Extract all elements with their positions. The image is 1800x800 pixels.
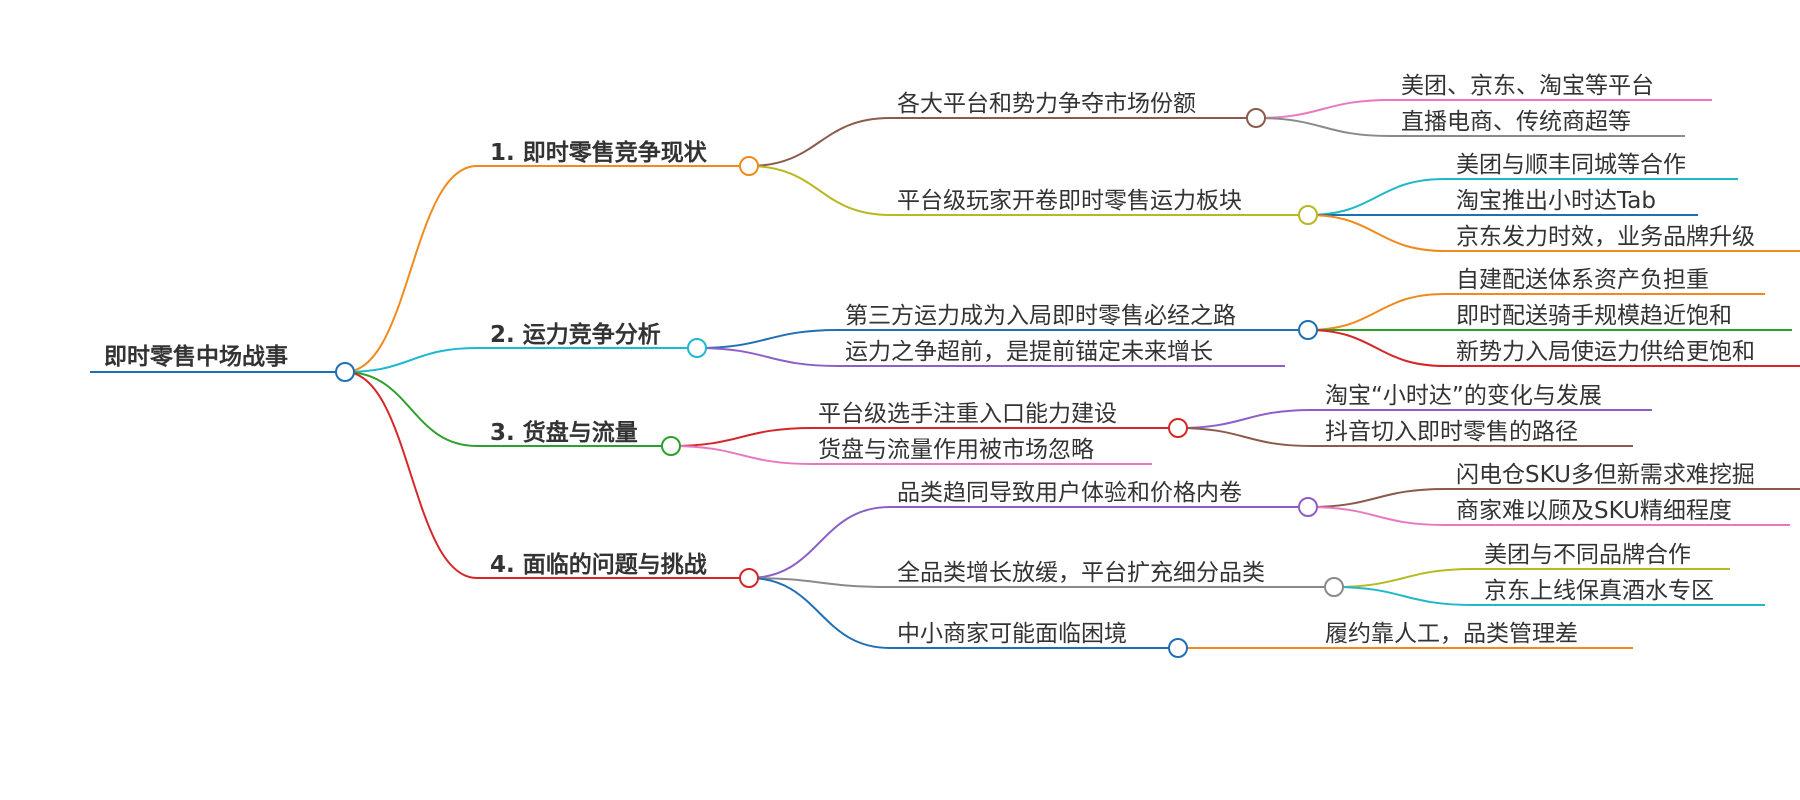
topic-4-3-collapse-toggle[interactable] <box>1168 638 1188 658</box>
connector-topic-1-1-sub-2 <box>1255 117 1391 137</box>
topic-1-2-collapse-toggle[interactable] <box>1298 205 1318 225</box>
connector-topic-1-1-sub-1 <box>1255 99 1391 119</box>
connector-branch-2-topic-1 <box>696 329 839 349</box>
connector-root-branch-2 <box>344 347 478 373</box>
connector-root-branch-3 <box>344 371 478 447</box>
subtopic-3-1-1: 淘宝“小时达”的变化与发展 <box>1325 383 1602 409</box>
subtopic-3-1-2: 抖音切入即时零售的路径 <box>1325 419 1578 445</box>
subtopic-4-2-1: 美团与不同品牌合作 <box>1484 542 1691 568</box>
topic-4-1-collapse-toggle[interactable] <box>1298 497 1318 517</box>
subtopic-4-2-2: 京东上线保真酒水专区 <box>1484 578 1714 604</box>
root-topic: 即时零售中场战事 <box>104 343 288 370</box>
connector-branch-4-topic-1 <box>748 506 891 579</box>
topic-2-2: 运力之争超前，是提前锚定未来增长 <box>845 339 1213 365</box>
topic-3-1: 平台级选手注重入口能力建设 <box>818 401 1117 427</box>
connector-branch-1-topic-2 <box>748 165 891 216</box>
subtopic-2-1-3: 新势力入局使运力供给更饱和 <box>1456 339 1755 365</box>
topic-4-2: 全品类增长放缓，平台扩充细分品类 <box>897 560 1265 586</box>
connector-topic-3-1-sub-1 <box>1177 409 1313 429</box>
topic-4-2-collapse-toggle[interactable] <box>1324 577 1344 597</box>
topic-4-1: 品类趋同导致用户体验和价格内卷 <box>897 480 1242 506</box>
branch-2-collapse-toggle[interactable] <box>687 338 707 358</box>
connector-branch-4-topic-2 <box>748 577 891 588</box>
topic-2-1-collapse-toggle[interactable] <box>1298 320 1318 340</box>
connector-branch-2-topic-2 <box>696 347 839 367</box>
branch-1-title: 1. 即时零售竞争现状 <box>490 139 708 166</box>
topic-4-3: 中小商家可能面临困境 <box>897 621 1127 647</box>
connector-topic-4-1-sub-2 <box>1307 506 1446 526</box>
subtopic-4-3-1: 履约靠人工，品类管理差 <box>1325 621 1578 647</box>
topic-1-1: 各大平台和势力争夺市场份额 <box>897 91 1196 117</box>
connector-topic-3-1-sub-2 <box>1177 427 1313 447</box>
topic-1-2: 平台级玩家开卷即时零售运力板块 <box>897 188 1242 214</box>
branch-4-collapse-toggle[interactable] <box>739 568 759 588</box>
connector-topic-1-2-sub-3 <box>1307 214 1446 252</box>
subtopic-2-1-1: 自建配送体系资产负担重 <box>1456 267 1709 293</box>
connector-root-branch-4 <box>344 371 478 579</box>
subtopic-1-1-1: 美团、京东、淘宝等平台 <box>1401 73 1654 99</box>
connector-topic-2-1-sub-1 <box>1307 293 1446 331</box>
subtopic-1-2-1: 美团与顺丰同城等合作 <box>1456 152 1686 178</box>
connector-branch-3-topic-1 <box>670 427 813 447</box>
subtopic-1-2-2: 淘宝推出小时达Tab <box>1456 188 1656 214</box>
connector-branch-3-topic-2 <box>670 445 813 465</box>
topic-3-2: 货盘与流量作用被市场忽略 <box>818 437 1094 463</box>
connector-branch-1-topic-1 <box>748 117 891 167</box>
subtopic-4-1-1: 闪电仓SKU多但新需求难挖掘 <box>1456 462 1755 488</box>
topic-3-1-collapse-toggle[interactable] <box>1168 418 1188 438</box>
connector-topic-1-2-sub-1 <box>1307 178 1446 216</box>
mindmap-connectors <box>90 99 1800 649</box>
branch-2-title: 2. 运力竞争分析 <box>490 321 661 348</box>
topic-2-1: 第三方运力成为入局即时零售必经之路 <box>845 303 1236 329</box>
connector-topic-2-1-sub-3 <box>1307 329 1446 367</box>
subtopic-2-1-2: 即时配送骑手规模趋近饱和 <box>1456 303 1732 329</box>
connector-topic-4-2-sub-2 <box>1333 586 1474 606</box>
connector-topic-4-2-sub-1 <box>1333 568 1474 588</box>
connector-topic-4-1-sub-1 <box>1307 488 1446 508</box>
branch-3-collapse-toggle[interactable] <box>661 436 681 456</box>
connector-branch-4-topic-3 <box>748 577 891 649</box>
topic-1-1-collapse-toggle[interactable] <box>1246 108 1266 128</box>
subtopic-4-1-2: 商家难以顾及SKU精细程度 <box>1456 498 1732 524</box>
mindmap-nodes: 即时零售中场战事 1. 即时零售竞争现状 各大平台和势力争夺市场份额 美团、京东、淘宝… <box>104 73 1755 658</box>
branch-4-title: 4. 面临的问题与挑战 <box>490 551 707 578</box>
root-collapse-toggle[interactable] <box>335 362 355 382</box>
subtopic-1-1-2: 直播电商、传统商超等 <box>1401 109 1631 135</box>
subtopic-1-2-3: 京东发力时效，业务品牌升级 <box>1456 224 1755 250</box>
branch-3-title: 3. 货盘与流量 <box>490 419 638 446</box>
connector-root-branch-1 <box>344 165 478 373</box>
branch-1-collapse-toggle[interactable] <box>739 156 759 176</box>
